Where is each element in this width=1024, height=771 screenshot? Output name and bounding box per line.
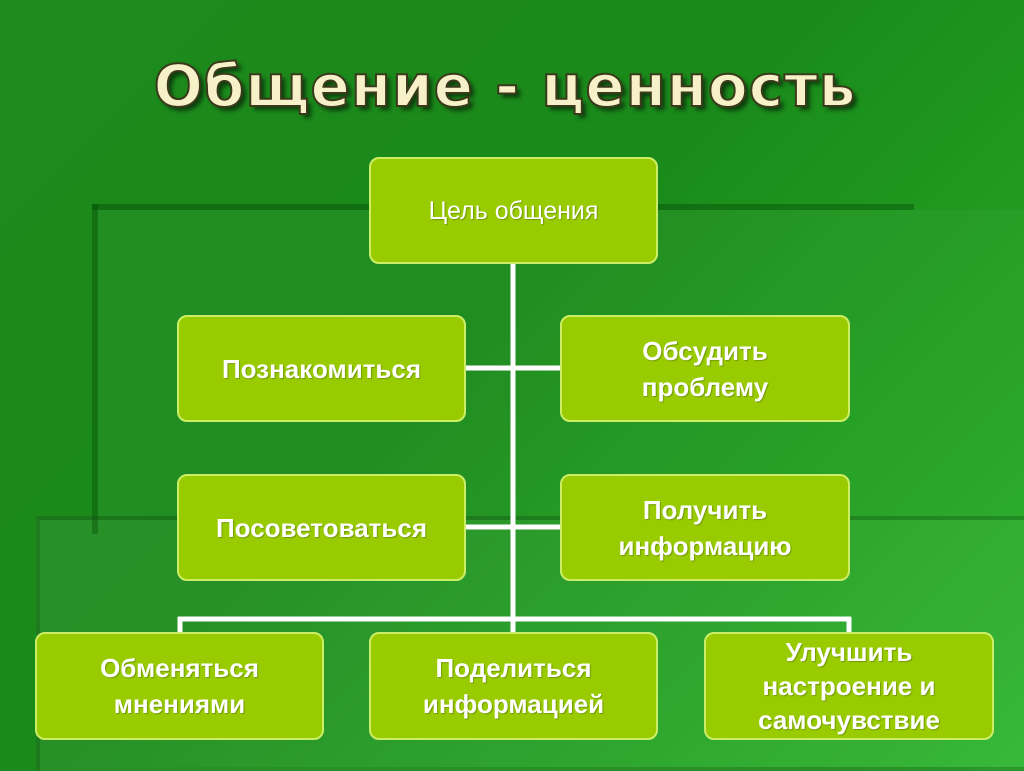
node-right-1-line-1: Обсудить [642, 335, 768, 366]
node-bottom-3-line-2: настроение и [762, 671, 936, 701]
node-bottom-3-line-3: самочувствие [758, 705, 940, 735]
node-bottom-2-line-2: информацией [422, 689, 605, 719]
node-bottom-1: Обменяться мнениями [35, 632, 324, 740]
node-bottom-1-line-2: мнениями [113, 689, 246, 719]
node-right-2-line-1: Получить [642, 494, 768, 525]
root-node-label: Цель общения [428, 196, 599, 225]
node-bottom-2: Поделиться информацией [369, 632, 658, 740]
node-right-1-line-2: проблему [641, 371, 769, 402]
node-left-2-label: Посоветоваться [215, 512, 428, 543]
node-bottom-2-line-1: Поделиться [435, 653, 592, 683]
node-right-1: Обсудить проблему [560, 315, 850, 422]
node-bottom-3: Улучшить настроение и самочувствие [704, 632, 994, 740]
node-left-2: Посоветоваться [177, 474, 466, 581]
node-bottom-1-line-1: Обменяться [100, 653, 259, 683]
node-right-2: Получить информацию [560, 474, 850, 581]
node-bottom-3-line-1: Улучшить [785, 637, 913, 667]
node-left-1-label: Познакомиться [221, 353, 422, 384]
node-right-2-line-2: информацию [618, 530, 792, 561]
root-node: Цель общения [369, 157, 658, 264]
slide-title: Общение - ценность [153, 51, 857, 121]
node-left-1: Познакомиться [177, 315, 466, 422]
